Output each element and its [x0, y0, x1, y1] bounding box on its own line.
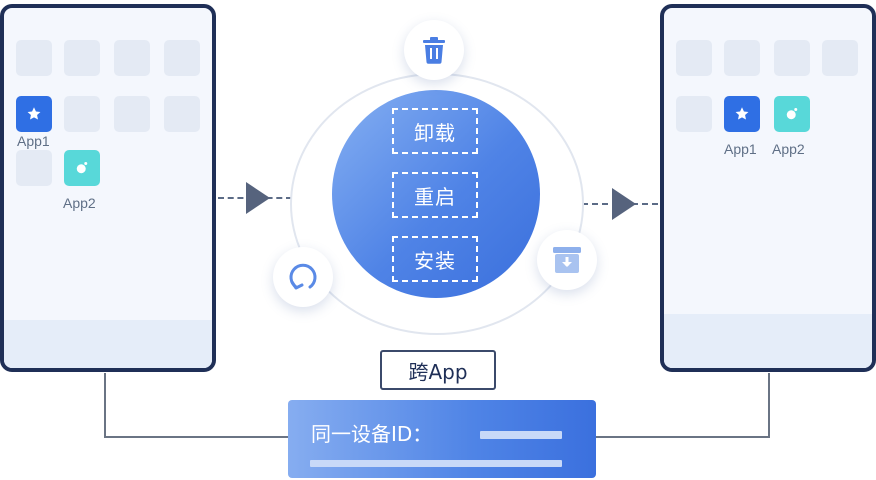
device-id-detail-bar [310, 460, 562, 467]
placeholder-tile [164, 96, 200, 132]
phone-dock [4, 320, 212, 368]
install-badge [537, 230, 597, 290]
star-icon [27, 107, 41, 120]
left-connector-line [104, 373, 106, 437]
refresh-icon [289, 263, 317, 290]
app2-label: App2 [772, 141, 805, 157]
app2-icon[interactable] [774, 96, 810, 132]
app1-icon[interactable] [724, 96, 760, 132]
right-phone: App1 App2 [660, 4, 876, 372]
trash-icon [423, 37, 445, 64]
placeholder-tile [16, 40, 52, 76]
left-phone: App1 App2 [0, 4, 216, 372]
placeholder-tile [16, 150, 52, 186]
right-arrow-icon [612, 188, 636, 220]
trash-badge [404, 20, 464, 80]
circle-dot-icon [786, 108, 798, 120]
operations-core [332, 90, 540, 298]
app2-label: App2 [63, 195, 96, 211]
refresh-badge [273, 247, 333, 307]
circle-dot-icon [76, 162, 88, 174]
app1-label: App1 [724, 141, 757, 157]
placeholder-tile [676, 40, 712, 76]
app2-icon[interactable] [64, 150, 100, 186]
phone-dock [664, 314, 872, 368]
app1-icon[interactable] [16, 96, 52, 132]
placeholder-tile [114, 40, 150, 76]
placeholder-tile [724, 40, 760, 76]
cross-app-label: 跨App [380, 350, 496, 390]
placeholder-tile [822, 40, 858, 76]
install-operation: 安装 [392, 236, 478, 282]
placeholder-tile [64, 96, 100, 132]
install-box-icon [553, 247, 581, 273]
app1-label: App1 [17, 133, 50, 149]
right-arrow-icon [246, 182, 270, 214]
placeholder-tile [164, 40, 200, 76]
uninstall-operation: 卸载 [392, 108, 478, 154]
right-connector-line [594, 436, 770, 438]
device-id-label: 同一设备ID： [311, 422, 433, 446]
placeholder-tile [774, 40, 810, 76]
device-id-value-bar [480, 431, 562, 439]
restart-operation: 重启 [392, 172, 478, 218]
right-connector-line [768, 373, 770, 437]
left-connector-line [104, 436, 290, 438]
placeholder-tile [64, 40, 100, 76]
placeholder-tile [676, 96, 712, 132]
star-icon [735, 107, 749, 120]
placeholder-tile [114, 96, 150, 132]
